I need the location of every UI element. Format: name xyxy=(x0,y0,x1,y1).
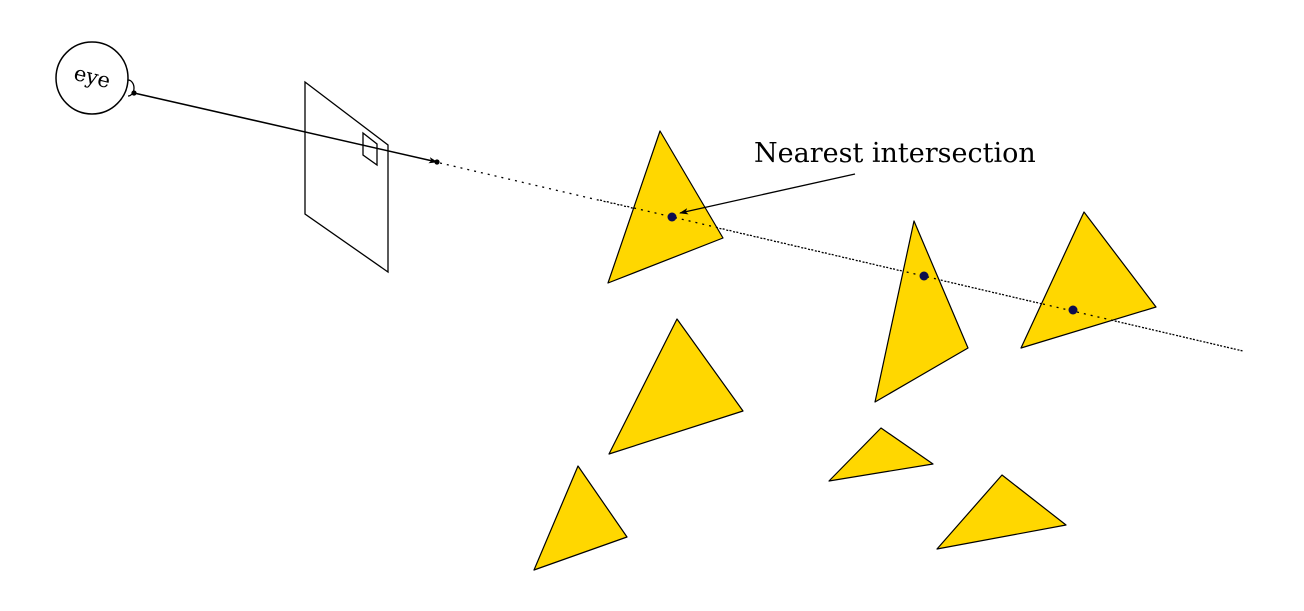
intersection-point-2 xyxy=(919,271,929,281)
triangle-3 xyxy=(1020,211,1157,349)
annotation-label: Nearest intersection xyxy=(754,138,1036,169)
ray-continuation xyxy=(439,162,1244,352)
annotation-arrow xyxy=(679,173,856,215)
primary-ray xyxy=(133,92,438,164)
triangles xyxy=(533,130,1157,571)
triangle-4 xyxy=(608,318,744,455)
triangle-1 xyxy=(607,130,724,284)
intersection-point-3 xyxy=(1068,305,1078,315)
nearest-intersection-point xyxy=(667,212,677,222)
ray-point xyxy=(434,159,440,165)
triangle-5 xyxy=(828,427,934,482)
image-plane xyxy=(304,80,389,274)
pixel-square xyxy=(362,131,378,167)
triangle-2 xyxy=(874,220,969,403)
eye-icon xyxy=(55,41,137,115)
triangle-6 xyxy=(533,465,628,571)
triangle-7 xyxy=(936,474,1067,550)
